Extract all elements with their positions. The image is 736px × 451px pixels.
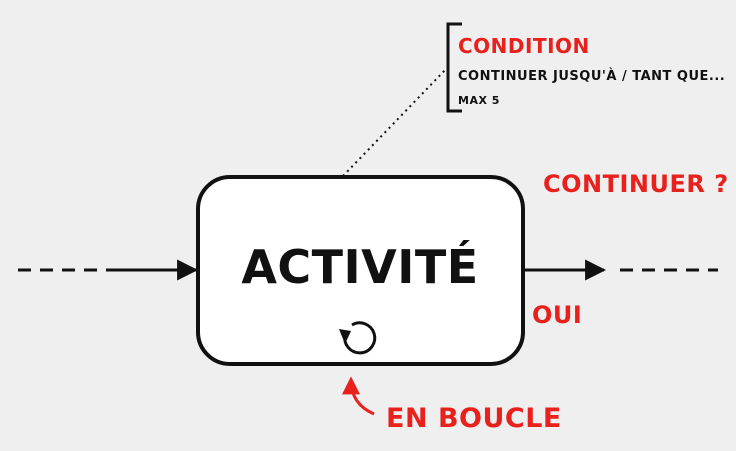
- yes-label: OUI: [532, 301, 582, 329]
- condition-line-1: CONTINUER JUSQU'À / TANT QUE...: [458, 68, 725, 84]
- loop-label: EN BOUCLE: [386, 403, 562, 434]
- condition-line-2: MAX 5: [458, 94, 500, 107]
- condition-bracket: [446, 22, 462, 113]
- loop-arrow-icon: [339, 321, 377, 355]
- activity-box: [196, 175, 525, 366]
- activity-node: ACTIVITÉ: [196, 175, 525, 366]
- loop-annotation: EN BOUCLE: [342, 376, 562, 434]
- condition-title: CONDITION: [458, 34, 590, 58]
- loop-curved-arrow: [342, 376, 375, 416]
- condition-annotation: CONDITION CONTINUER JUSQU'À / TANT QUE..…: [342, 22, 725, 177]
- activity-label: ACTIVITÉ: [241, 240, 478, 294]
- continue-question: CONTINUER ?: [543, 170, 729, 198]
- condition-dotted-connector: [342, 66, 449, 177]
